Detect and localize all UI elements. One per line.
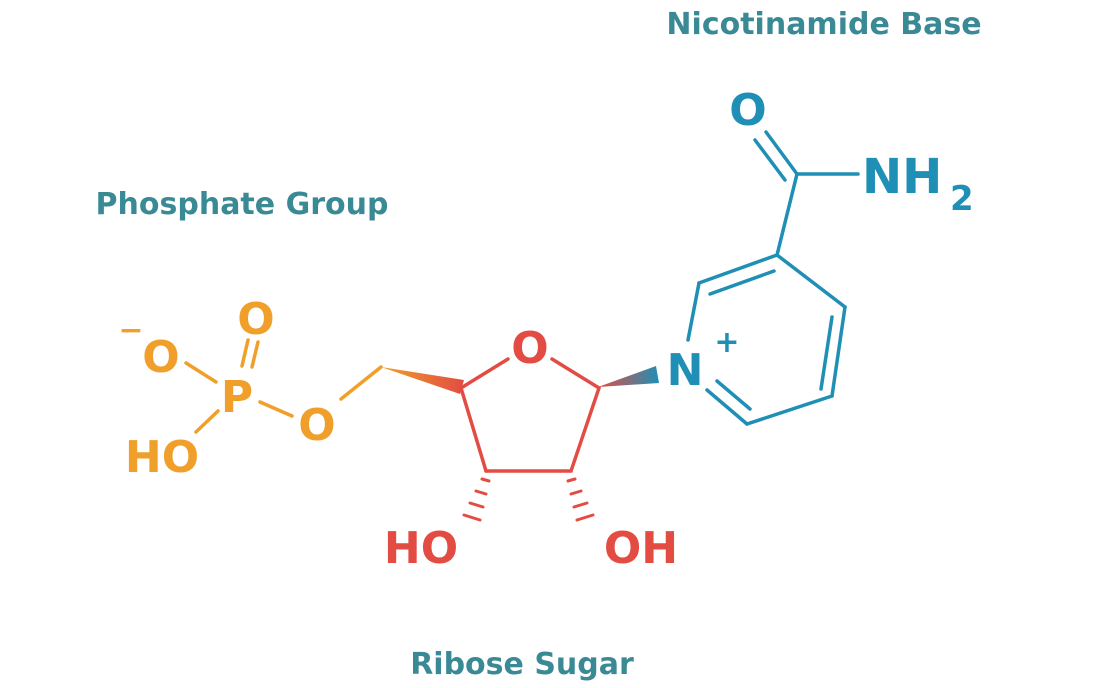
wedge-bond-c1-n [598, 366, 659, 387]
bond-p-ho [194, 409, 220, 434]
wedge-bond-c5-c4 [381, 367, 464, 394]
bond-co-double-a [764, 130, 799, 176]
ribose-hydroxyl-left: HO [384, 523, 458, 574]
amide-subscript: 2 [950, 179, 974, 219]
bond-o-p [184, 361, 218, 384]
bond-ring-o-c1 [550, 357, 601, 390]
pyridinium-nitrogen: N [667, 345, 704, 396]
nicotinamide-bonds [686, 130, 860, 426]
phosphate-bonds [184, 338, 383, 434]
ring-oxygen: O [511, 323, 548, 374]
bond-c2-c3 [697, 253, 779, 285]
bond-c6-n [705, 388, 749, 426]
bond-p-o-double-a [240, 338, 250, 368]
bond-c3-c4 [459, 386, 488, 473]
hashed-bond-left [462, 477, 491, 522]
pyridinium-charge: + [714, 325, 739, 360]
bond-c4-ring-o [459, 357, 510, 390]
bond-co-double-b [753, 138, 787, 182]
phosphate-double-oxygen: O [237, 294, 274, 345]
bond-c1-c2 [569, 386, 601, 473]
phosphate-group-label: Phosphate Group [96, 187, 389, 222]
bond-n-c2 [686, 281, 701, 342]
bond-c2-c3-inner [708, 269, 776, 296]
phosphate-ester-oxygen: O [298, 400, 335, 451]
ribose-bonds [459, 357, 601, 473]
bond-c5-c6 [745, 394, 834, 426]
bond-c4-c5-inner [819, 315, 834, 391]
bond-c3-carbonyl [775, 172, 799, 257]
bond-c4-c5 [830, 305, 847, 398]
phosphate-negative-charge: − [118, 313, 143, 348]
nicotinamide-base-label: Nicotinamide Base [666, 7, 981, 42]
ribose-hydroxyl-right: OH [604, 523, 678, 574]
bond-p-o-ester [258, 400, 294, 418]
phosphate-oxygen-anion: O [142, 332, 179, 383]
bond-c6-n-inner [715, 379, 752, 411]
phosphate-hydroxyl: HO [125, 432, 199, 483]
amide-nh: NH [862, 149, 942, 205]
bond-p-o-double-b [250, 340, 260, 369]
ribose-sugar-label: Ribose Sugar [410, 647, 634, 682]
phosphorus-atom: P [221, 372, 253, 423]
bond-o-ch2 [339, 365, 383, 401]
bond-c3-c4 [775, 253, 847, 309]
amide-oxygen: O [729, 85, 766, 136]
hashed-bond-right [566, 477, 595, 522]
